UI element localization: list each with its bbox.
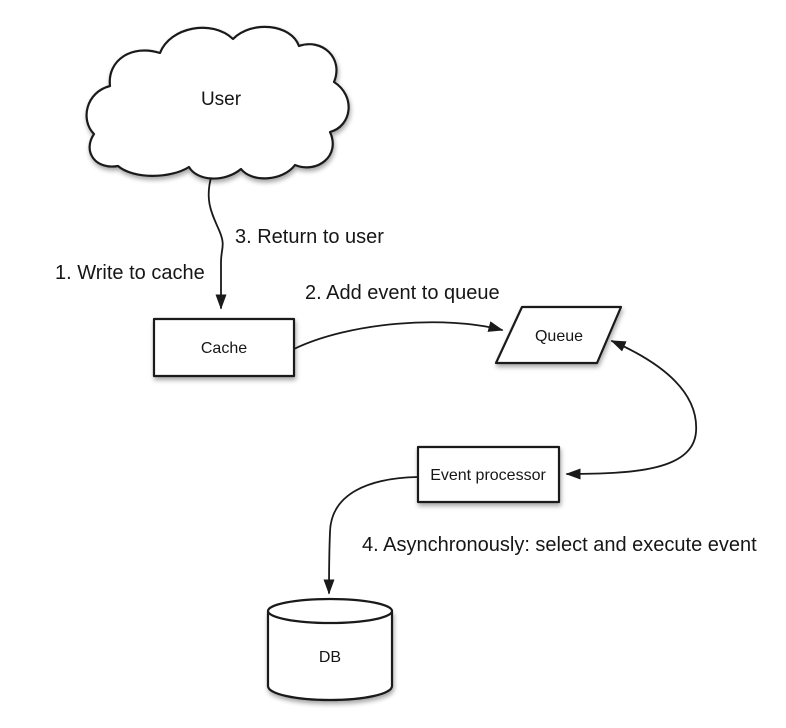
db-cylinder-top bbox=[266, 597, 394, 625]
step1-label: 1. Write to cache bbox=[55, 262, 205, 284]
step3-label: 3. Return to user bbox=[235, 226, 384, 248]
node-event-processor: Event processor bbox=[416, 445, 561, 504]
step4-label: 4. Asynchronously: select and execute ev… bbox=[362, 534, 757, 556]
queue-parallelogram bbox=[494, 305, 623, 365]
event-processor-rectangle bbox=[416, 445, 561, 504]
node-db: DB bbox=[266, 597, 394, 702]
edge-event-processor-db bbox=[323, 476, 419, 595]
cache-rectangle bbox=[152, 317, 296, 378]
edge-user-cache bbox=[207, 173, 227, 310]
cloud-shape bbox=[85, 25, 350, 180]
edge-queue-event-processor bbox=[565, 340, 697, 480]
node-user: User bbox=[85, 25, 350, 180]
node-cache: Cache bbox=[152, 317, 296, 378]
user-label: User bbox=[201, 89, 242, 110]
node-queue: Queue bbox=[494, 305, 623, 365]
queue-label: Queue bbox=[535, 328, 583, 345]
db-label: DB bbox=[319, 649, 341, 666]
db-cylinder-body bbox=[266, 611, 394, 702]
edge-cache-queue bbox=[293, 321, 504, 350]
event-processor-label: Event processor bbox=[430, 467, 546, 484]
step2-label: 2. Add event to queue bbox=[305, 282, 500, 304]
cache-label: Cache bbox=[201, 340, 247, 357]
